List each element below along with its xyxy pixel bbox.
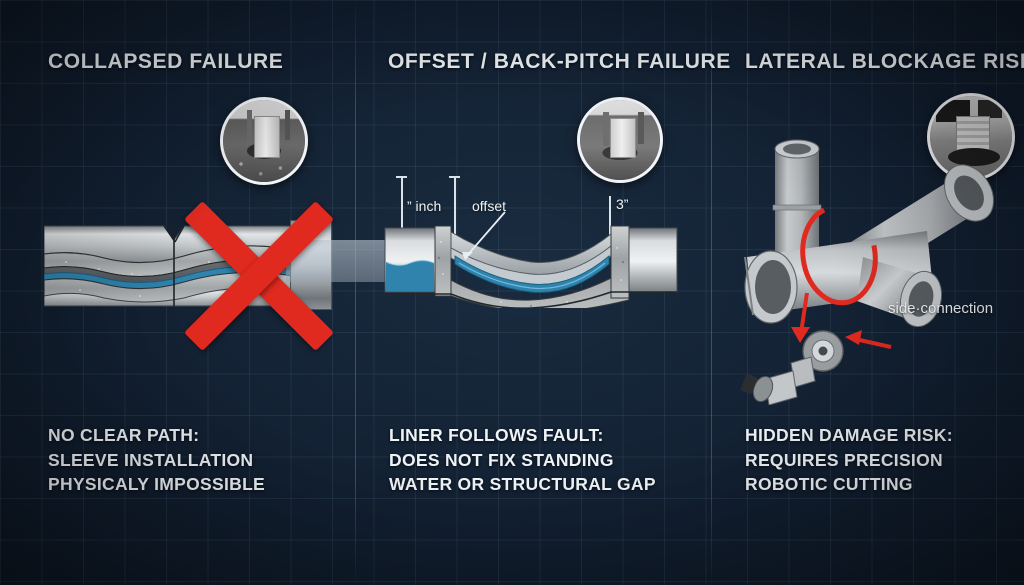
measure-tick-left-cap bbox=[396, 176, 407, 178]
label-three-inch-measure: 3” bbox=[616, 196, 629, 212]
caption-lateral-blockage: HIDDEN DAMAGE RISK: REQUIRES PRECISION R… bbox=[745, 425, 953, 494]
measure-tick-right bbox=[609, 196, 611, 238]
graphic-lateral-tee-junction bbox=[731, 135, 1011, 406]
panel-title-collapsed-failure: COLLAPSED FAILURE bbox=[48, 50, 284, 73]
measure-tick-mid-cap bbox=[449, 176, 460, 178]
panel-lateral-blockage-risk: LATERAL BLOCKAGE RISK bbox=[711, 0, 1024, 585]
label-inch-measure: ” inch bbox=[407, 198, 442, 214]
measure-tick-left bbox=[401, 176, 403, 236]
panel-offset-back-pitch-failure: OFFSET / BACK-PITCH FAILURE ” inch offse… bbox=[355, 0, 730, 585]
inset-photo-collapsed bbox=[220, 97, 308, 185]
panel-divider-1 bbox=[355, 0, 356, 585]
offset-leader-line bbox=[462, 211, 506, 260]
measure-tick-mid bbox=[454, 176, 456, 236]
caption-offset-failure: LINER FOLLOWS FAULT: DOES NOT FIX STANDI… bbox=[389, 425, 656, 494]
red-x-mark bbox=[170, 185, 340, 355]
label-offset-callout: offset bbox=[472, 198, 506, 214]
inset-photo-lateral bbox=[927, 93, 1015, 181]
label-side-connection: side·connection bbox=[888, 300, 994, 317]
inset-photo-offset bbox=[577, 97, 663, 183]
panel-title-lateral-blockage: LATERAL BLOCKAGE RISK bbox=[745, 50, 1024, 73]
photo-pipe-stub bbox=[610, 118, 636, 158]
panel-title-offset-failure: OFFSET / BACK-PITCH FAILURE bbox=[388, 50, 731, 73]
graphic-offset-pipe-cutaway bbox=[381, 222, 681, 313]
caption-collapsed-failure: NO CLEAR PATH: SLEEVE INSTALLATION PHYSI… bbox=[48, 425, 266, 494]
photo-pipe-stub bbox=[254, 116, 280, 158]
panel-divider-2 bbox=[711, 0, 712, 585]
